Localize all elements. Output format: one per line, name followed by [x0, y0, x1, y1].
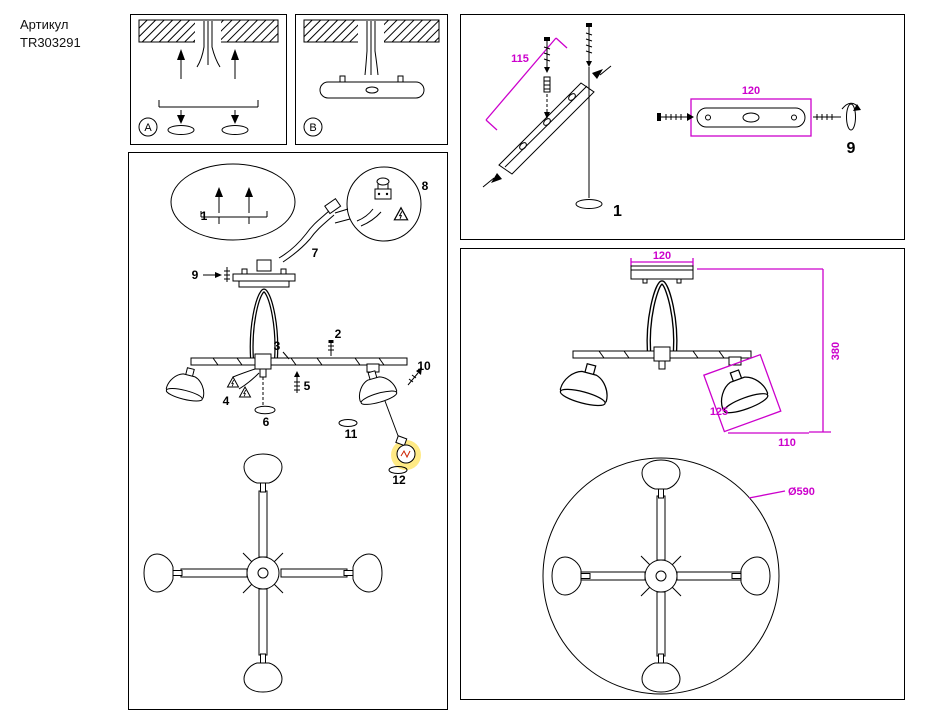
dim-115-line — [485, 37, 568, 131]
panel-mount-option-a: A — [130, 14, 287, 145]
dim-shade-length-label: 125 — [710, 406, 728, 418]
side-screw-right — [813, 114, 841, 120]
mount-bar — [158, 100, 259, 117]
right-shade — [352, 366, 399, 408]
hanger-loop — [249, 288, 279, 360]
panel-assembly: 1 8 7 9 — [128, 152, 448, 710]
dim-canopy-width-label: 120 — [653, 250, 671, 262]
step-label-8: 8 — [422, 179, 429, 193]
plan-shade-bottom — [243, 653, 283, 693]
screw-step-10 — [407, 367, 422, 386]
step-label-2: 2 — [335, 327, 342, 341]
arm-bar — [190, 353, 408, 378]
panel-dimensions: 120 380 125 110 Ø590 — [460, 248, 905, 700]
step-label-1: 1 — [201, 209, 208, 223]
ceiling-hole — [575, 199, 603, 209]
hole-step-6 — [254, 405, 276, 415]
shade-joint — [366, 363, 380, 373]
bracket-front-view — [696, 107, 806, 128]
hole-right — [221, 125, 249, 135]
diameter-circle — [542, 457, 780, 695]
bulb — [384, 400, 421, 470]
side-screw-left — [657, 113, 694, 121]
panel-bracket-fixing: 115 1 120 — [460, 14, 905, 240]
step-label-9: 9 — [192, 268, 199, 282]
step-anchor-label: 1 — [613, 203, 622, 220]
leader-step-3 — [282, 351, 290, 360]
dim-height — [697, 268, 831, 433]
zoom-leader-1 — [334, 208, 349, 214]
dim-canopy-width — [630, 258, 694, 266]
long-screw — [585, 23, 593, 198]
plan-shade-top — [243, 453, 283, 493]
canopy-front — [630, 265, 694, 284]
left-shade — [557, 358, 616, 410]
hole-left — [167, 125, 195, 135]
step-label-6: 6 — [263, 415, 270, 429]
dim-diameter-label: Ø590 — [788, 486, 815, 498]
dim-115-label: 115 — [511, 53, 529, 65]
step-label-5: 5 — [304, 379, 311, 393]
option-a-label: A — [144, 122, 152, 134]
dimensions-drawing: 120 380 125 110 Ø590 — [542, 250, 842, 695]
mount-a-drawing: A — [138, 19, 279, 137]
hole-step-12 — [388, 466, 408, 474]
canopy-screw — [203, 267, 230, 282]
hole-step-11 — [338, 419, 358, 427]
plan-shade-top — [641, 459, 681, 499]
mounting-bracket-3d — [482, 65, 612, 188]
article-header: Артикул TR303291 — [20, 16, 81, 52]
detail-bracket-ellipse — [170, 163, 296, 241]
dim-diameter-leader — [748, 490, 786, 499]
step-label-7: 7 — [312, 246, 319, 260]
step-label-4: 4 — [223, 394, 230, 408]
assembly-drawing: 1 8 7 9 — [143, 163, 431, 693]
zoom-leader-2 — [334, 218, 351, 224]
option-b-label: B — [309, 122, 316, 134]
hub-wires — [232, 368, 260, 390]
plan-shade-left — [143, 553, 183, 593]
step-screw-label: 9 — [847, 140, 856, 157]
warning-triangle-icon — [239, 386, 251, 398]
screw-step-5 — [294, 371, 300, 393]
arrow-down-right — [231, 115, 239, 124]
option-a-badge — [138, 117, 158, 137]
hanger-loop — [646, 280, 678, 353]
bottom-plan-view — [551, 459, 771, 693]
bottom-plan-view — [143, 453, 383, 693]
wires — [364, 21, 379, 76]
left-shade — [164, 363, 210, 405]
arm-bar — [572, 346, 752, 370]
canopy — [232, 259, 296, 288]
article-number: TR303291 — [20, 35, 81, 50]
canopy-plate — [319, 75, 425, 99]
dim-height-label: 380 — [830, 342, 842, 360]
anchor-dowel-screw — [543, 37, 551, 119]
detail-wiring-circle — [346, 166, 422, 242]
panel-mount-option-b: B — [295, 14, 448, 145]
bracket-fixing-drawing: 115 1 120 — [482, 23, 861, 220]
dim-shade-height-label: 110 — [778, 437, 796, 449]
plan-shade-right — [343, 553, 383, 593]
plan-shade-left — [551, 556, 591, 596]
option-b-badge — [303, 117, 323, 137]
filament — [400, 449, 411, 459]
plan-shade-right — [731, 556, 771, 596]
arrow-down-left — [177, 115, 185, 124]
mount-b-drawing: B — [303, 19, 440, 137]
step-label-3: 3 — [274, 339, 281, 353]
plan-shade-bottom — [641, 653, 681, 693]
supply-wires — [278, 198, 342, 263]
rotate-symbol — [841, 102, 861, 131]
screw-arrows-up — [177, 49, 239, 79]
dim-120-label: 120 — [742, 85, 760, 97]
article-label: Артикул — [20, 17, 69, 32]
dim-shade-box — [703, 353, 782, 433]
step-label-11: 11 — [345, 427, 358, 441]
screw-step-2 — [328, 340, 334, 356]
step-label-12: 12 — [392, 473, 406, 487]
wires — [196, 21, 221, 68]
warning-triangle-icon — [227, 376, 239, 388]
